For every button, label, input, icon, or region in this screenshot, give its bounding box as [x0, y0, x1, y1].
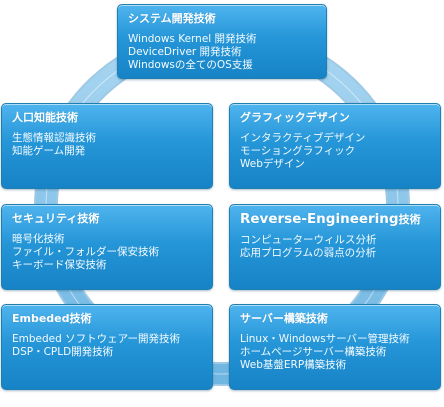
box-item: DeviceDriver 開発技術 — [128, 46, 242, 58]
box-item: ファイル・フォルダー保安技術 — [12, 246, 159, 258]
box-item: Linux・Windowsサーバー管理技術 — [240, 333, 410, 345]
box-item: Web基盤ERP構築技術 — [240, 359, 347, 371]
box-title-main: Reverse-Engineering — [240, 211, 399, 227]
box-title: グラフィックデザイン — [240, 111, 350, 124]
box-server-construction: サーバー構築技術 Linux・Windowsサーバー管理技術 ホームページサーバ… — [229, 304, 441, 390]
box-item: 暗号化技術 — [12, 233, 65, 245]
box-item: キーボード保安技術 — [12, 259, 107, 271]
box-system-development: システム開発技術 Windows Kernel 開発技術 DeviceDrive… — [117, 4, 327, 79]
box-title-suffix: 技術 — [398, 213, 421, 226]
box-security: セキュリティ技術 暗号化技術 ファイル・フォルダー保安技術 キーボード保安技術 — [1, 204, 213, 290]
box-title: Reverse-Engineering技術 — [240, 212, 432, 227]
box-item: 応用プログラムの弱点の分析 — [240, 247, 377, 259]
box-item: 知能ゲーム開発 — [12, 145, 86, 157]
box-item: DSP・CPLD開発技術 — [12, 346, 114, 358]
box-item: モーショングラフィック — [240, 145, 356, 157]
box-item: Webデザイン — [240, 158, 305, 170]
box-title: Embeded技術 — [12, 312, 92, 325]
box-item: コンピューターウィルス分析 — [240, 234, 377, 246]
box-title: 人口知能技術 — [12, 111, 78, 124]
box-item: Windows Kernel 開発技術 — [128, 33, 257, 45]
box-item: インタラクティブデザイン — [240, 132, 366, 144]
box-artificial-intelligence: 人口知能技術 生態情報認識技術 知能ゲーム開発 — [1, 103, 213, 189]
box-item: ホームページサーバー構築技術 — [240, 346, 387, 358]
box-graphic-design: グラフィックデザイン インタラクティブデザイン モーショングラフィック Webデ… — [229, 103, 441, 189]
box-title: サーバー構築技術 — [240, 312, 328, 325]
box-item: 生態情報認識技術 — [12, 132, 96, 144]
box-item: Windowsの全てのOS支援 — [128, 59, 253, 71]
box-item: Embeded ソフトウェアー開発技術 — [12, 333, 180, 345]
box-reverse-engineering: Reverse-Engineering技術 コンピューターウィルス分析 応用プロ… — [229, 204, 441, 290]
box-title: セキュリティ技術 — [12, 212, 100, 225]
box-title: システム開発技術 — [128, 12, 216, 25]
box-embedded: Embeded技術 Embeded ソフトウェアー開発技術 DSP・CPLD開発… — [1, 304, 213, 390]
